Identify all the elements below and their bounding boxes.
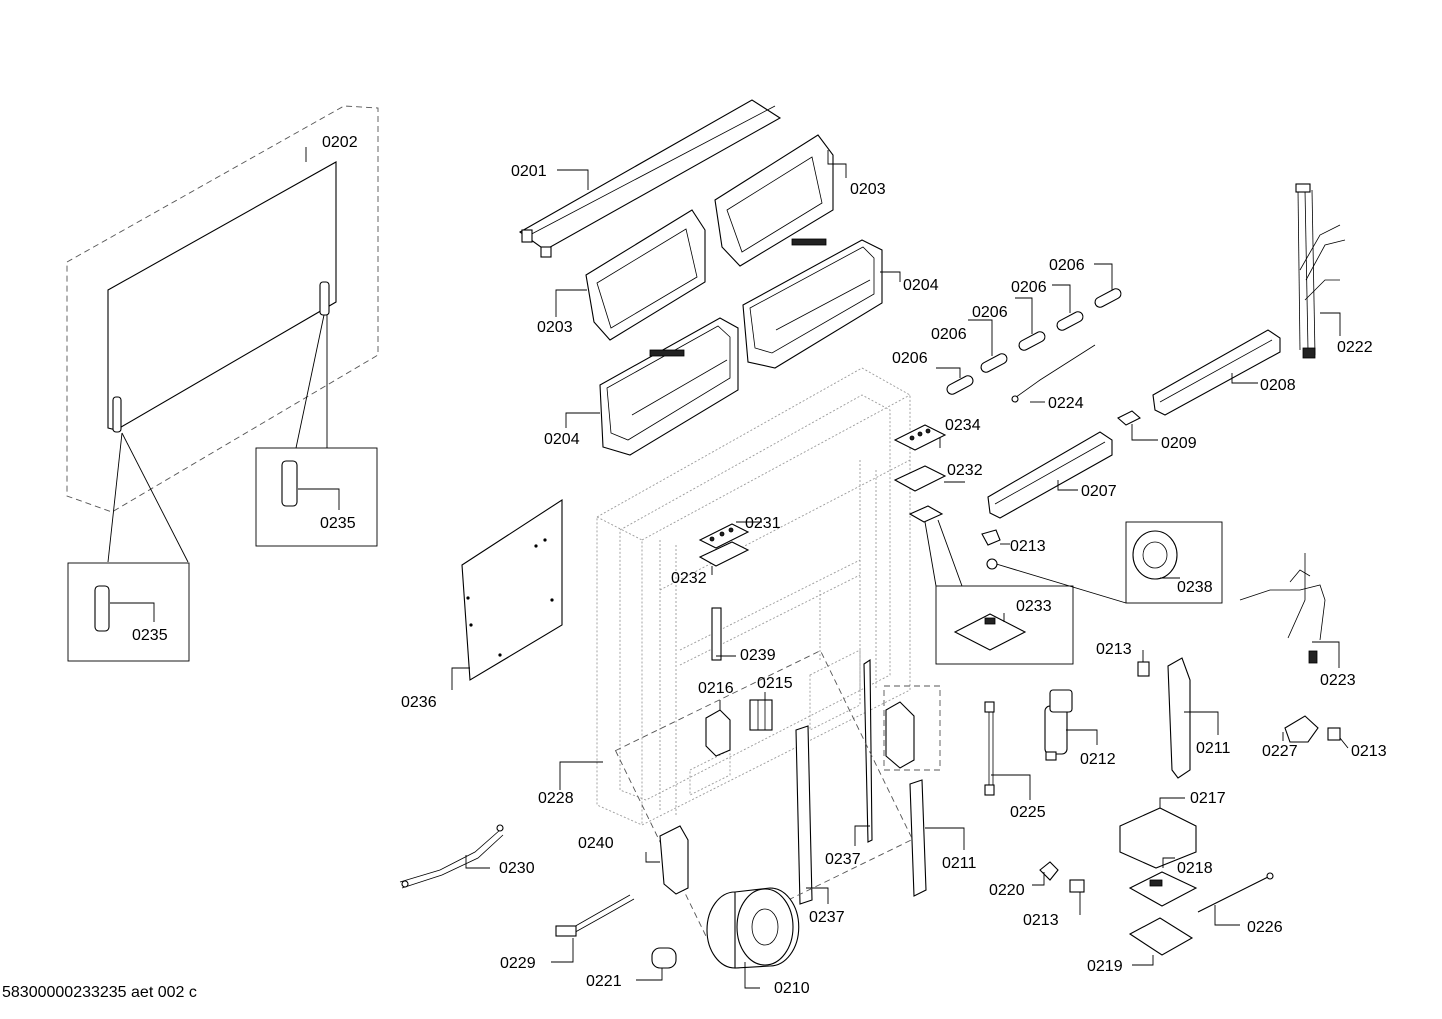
label-0212: 0212	[1080, 751, 1116, 768]
lower-center-parts	[399, 607, 965, 989]
label-0213-c: 0213	[1351, 743, 1387, 760]
label-0235-right: 0235	[320, 515, 356, 532]
label-0230: 0230	[499, 860, 535, 877]
bracket-0211-right	[1167, 657, 1191, 779]
label-0203-front: 0203	[537, 319, 573, 336]
drawing-id: 58300000233235 aet 002 c	[2, 984, 197, 1001]
motor-0212	[1044, 689, 1073, 761]
clip-0209	[1117, 410, 1141, 426]
label-0229: 0229	[500, 955, 536, 972]
label-0220: 0220	[989, 882, 1025, 899]
detail-box-0233	[935, 585, 1074, 665]
label-0237-upper: 0237	[825, 851, 861, 868]
filter-frame-0203-back	[714, 134, 834, 267]
label-0201: 0201	[511, 163, 547, 180]
label-0206-b: 0206	[1011, 279, 1047, 296]
cable-0229	[555, 894, 635, 937]
detail-box-0235-right	[255, 447, 378, 547]
label-0202: 0202	[322, 134, 358, 151]
label-0213-b: 0213	[1096, 641, 1132, 658]
label-0211-center: 0211	[942, 855, 977, 872]
label-0240: 0240	[578, 835, 614, 852]
label-0232-left: 0232	[671, 570, 707, 587]
hinge-0240	[659, 825, 689, 895]
module-0216	[705, 709, 731, 757]
label-0228: 0228	[538, 790, 574, 807]
label-0237-lower: 0237	[809, 909, 845, 926]
filter-rail-0208	[1152, 329, 1281, 416]
wire-0230	[399, 824, 504, 889]
label-0235-left: 0235	[132, 627, 168, 644]
label-0206-a: 0206	[1049, 257, 1085, 274]
label-0218: 0218	[1177, 860, 1213, 877]
label-0211-right: 0211	[1196, 740, 1231, 757]
glass-panel-shape	[107, 161, 337, 431]
label-0232-right: 0232	[947, 462, 983, 479]
bracket-0211-center	[909, 779, 927, 897]
fan-and-small-parts	[981, 521, 1349, 915]
cable-0225	[984, 701, 995, 796]
detail-box-0238	[1125, 521, 1223, 604]
detail-box-0235-left	[67, 562, 190, 662]
blower-0210	[706, 887, 800, 969]
label-0225: 0225	[1010, 804, 1046, 821]
label-0206-c: 0206	[972, 304, 1008, 321]
rod-0226	[1197, 875, 1271, 913]
capacitor-0221	[651, 947, 677, 969]
label-0206-d: 0206	[931, 326, 967, 343]
board-0218	[1128, 871, 1198, 907]
label-0239: 0239	[740, 647, 776, 664]
filter-rail-0207	[987, 431, 1113, 519]
rail-0237-lower	[795, 725, 813, 905]
label-0204-front: 0204	[544, 431, 580, 448]
back-panel-0236	[451, 498, 563, 690]
grease-tray-0204-front	[599, 317, 739, 456]
label-0224: 0224	[1048, 395, 1084, 412]
label-0227: 0227	[1262, 743, 1298, 760]
label-0208: 0208	[1260, 377, 1296, 394]
label-0233: 0233	[1016, 598, 1052, 615]
clip-0220	[1039, 861, 1059, 881]
label-0213-a: 0213	[1010, 538, 1046, 555]
label-0216: 0216	[698, 680, 734, 697]
tray-0219	[1128, 917, 1194, 956]
label-0234: 0234	[945, 417, 981, 434]
label-0209: 0209	[1161, 435, 1197, 452]
label-0219: 0219	[1087, 958, 1123, 975]
filter-frame-0203-front	[585, 209, 706, 341]
label-0222: 0222	[1337, 339, 1373, 356]
main-housing-0228	[559, 367, 911, 826]
rail-0237-upper	[863, 658, 873, 843]
label-0206-e: 0206	[892, 350, 928, 367]
label-0207: 0207	[1081, 483, 1117, 500]
label-0210: 0210	[774, 980, 810, 997]
wiring-harnesses	[1239, 183, 1346, 668]
part-labels: 0202 0201 0203 0204 0203 0204 0206 0206 …	[132, 134, 1387, 997]
label-0221: 0221	[586, 973, 622, 990]
label-0223: 0223	[1320, 672, 1356, 689]
connector-0227	[1284, 715, 1319, 743]
top-covers-group	[518, 99, 901, 456]
right-side-parts	[984, 657, 1319, 966]
grease-tray-0204-back	[742, 238, 883, 369]
label-0203-back: 0203	[850, 181, 886, 198]
label-0236: 0236	[401, 694, 437, 711]
label-0204-back: 0204	[903, 277, 939, 294]
label-0226: 0226	[1247, 919, 1283, 936]
label-0213-d: 0213	[1023, 912, 1059, 929]
box-0217	[1119, 807, 1197, 869]
glass-panel-group	[66, 105, 379, 662]
right-rail-parts	[936, 263, 1281, 519]
label-0231: 0231	[745, 515, 781, 532]
label-0238: 0238	[1177, 579, 1213, 596]
label-0215: 0215	[757, 675, 793, 692]
control-boards	[698, 424, 1074, 665]
label-0217: 0217	[1190, 790, 1226, 807]
